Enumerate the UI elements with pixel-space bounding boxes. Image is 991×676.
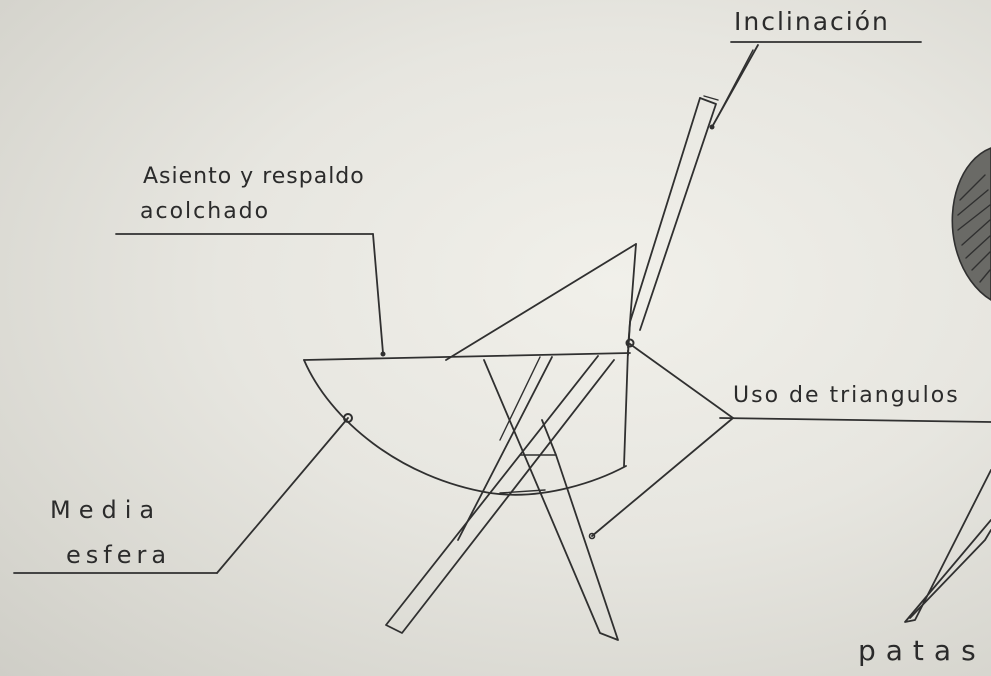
triangulos-leader-top xyxy=(629,343,734,419)
half-sphere-seat xyxy=(303,352,631,496)
triangulos-underline xyxy=(719,417,991,423)
media-leader xyxy=(216,417,349,574)
vertical-support xyxy=(623,349,629,467)
label-uso-de-triangulos: Uso de triangulos xyxy=(733,383,960,408)
label-media-line1: Media xyxy=(50,496,163,524)
label-inclinacion: Inclinación xyxy=(734,7,890,36)
inclined-backrest xyxy=(627,95,719,356)
inclinacion-dot xyxy=(709,124,715,130)
triangulos-dot-top xyxy=(625,338,635,348)
backrest-triangle xyxy=(445,243,637,361)
label-patas: patas xyxy=(858,634,986,667)
label-asiento-line1: Asiento y respaldo xyxy=(143,164,365,189)
asiento-dot xyxy=(380,351,386,357)
shaded-circle-right xyxy=(951,147,991,301)
label-media-line2: esfera xyxy=(66,541,172,569)
triangulos-leader-bottom xyxy=(591,417,734,537)
chair-legs xyxy=(385,355,619,641)
asiento-leader xyxy=(372,233,384,354)
leg-detail-right xyxy=(904,469,991,623)
label-asiento-line2: acolchado xyxy=(140,199,271,224)
triangulos-dot-bottom xyxy=(588,532,596,540)
